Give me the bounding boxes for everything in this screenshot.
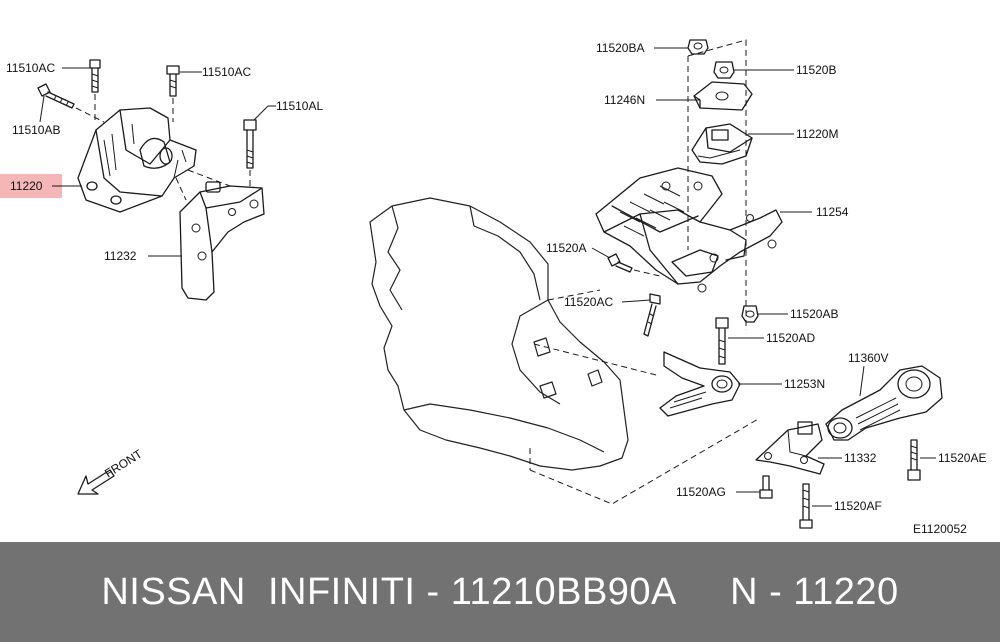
- nut-11520B: [713, 61, 735, 79]
- plate-11246N: [693, 81, 753, 111]
- callout-11232: 11232: [104, 249, 137, 263]
- torque-rod-11360V: [825, 365, 943, 441]
- front-direction-indicator: FRONT: [77, 446, 145, 495]
- insulator-11220M: [691, 123, 753, 165]
- bolt-11520AB: [741, 305, 759, 323]
- callout-11520AC-right: 11520AC: [564, 295, 613, 309]
- engine-mount-11220: [77, 107, 197, 213]
- bolt-11510AC-middle: [166, 65, 180, 122]
- part-highlight-11220: [0, 174, 62, 198]
- callout-11520AD: 11520AD: [766, 331, 815, 345]
- engine-mount-parts-diagram: 11510AC 11510AC 11510AB 11510AL 11220 11…: [0, 39, 987, 536]
- callout-11220M: 11220M: [796, 127, 838, 141]
- callout-11520AF: 11520AF: [834, 499, 882, 513]
- callout-11520BA: 11520BA: [596, 41, 645, 55]
- callout-11254: 11254: [816, 205, 849, 219]
- bolt-11510AL: [243, 119, 257, 190]
- callout-11520A: 11520A: [546, 241, 586, 255]
- front-label: FRONT: [102, 446, 145, 480]
- bolt-11520A: [607, 253, 661, 277]
- callout-11520AB: 11520AB: [790, 307, 839, 321]
- callout-11510AC-middle: 11510AC: [202, 65, 251, 79]
- bracket-11332: [755, 421, 825, 475]
- callout-11520B: 11520B: [796, 63, 836, 77]
- callout-11360V: 11360V: [848, 351, 888, 365]
- bolt-11510AB: [37, 83, 105, 123]
- bolt-11520AC-right: [643, 293, 661, 337]
- diagram-id: E1120052: [913, 522, 967, 536]
- callout-11510AB: 11510AB: [12, 123, 61, 137]
- part-caption-text: NISSAN INFINITI - 11210BB90A N - 11220: [101, 570, 899, 613]
- bracket-11232: [175, 169, 265, 301]
- callout-11220: 11220: [10, 179, 43, 193]
- bolt-11520AF: [799, 483, 813, 529]
- bracket-11254: [595, 167, 783, 293]
- callout-11510AC-left: 11510AC: [6, 61, 55, 75]
- engine-block-outline: [369, 197, 761, 505]
- callout-11520AE: 11520AE: [938, 451, 987, 465]
- callout-11246N: 11246N: [604, 93, 645, 107]
- bolt-11510AC-left: [89, 59, 101, 120]
- callout-11510AL: 11510AL: [276, 99, 323, 113]
- left-mount-group: [37, 59, 265, 301]
- bolt-11520AG: [759, 475, 773, 499]
- part-caption-bar: NISSAN INFINITI - 11210BB90A N - 11220: [0, 542, 1000, 642]
- nut-11520BA: [687, 39, 709, 55]
- callout-11332: 11332: [844, 451, 877, 465]
- bracket-11253N: [659, 351, 741, 417]
- bolt-11520AE: [907, 439, 921, 481]
- right-lower-mount-group: [755, 365, 943, 529]
- callout-labels: 11510AC 11510AC 11510AB 11510AL 11220 11…: [6, 41, 987, 513]
- callout-11520AG: 11520AG: [676, 485, 726, 499]
- stud-11520AD: [715, 317, 729, 365]
- callout-11253N: 11253N: [784, 377, 825, 391]
- leader-lines: [39, 47, 936, 507]
- front-arrow-icon: [77, 469, 115, 495]
